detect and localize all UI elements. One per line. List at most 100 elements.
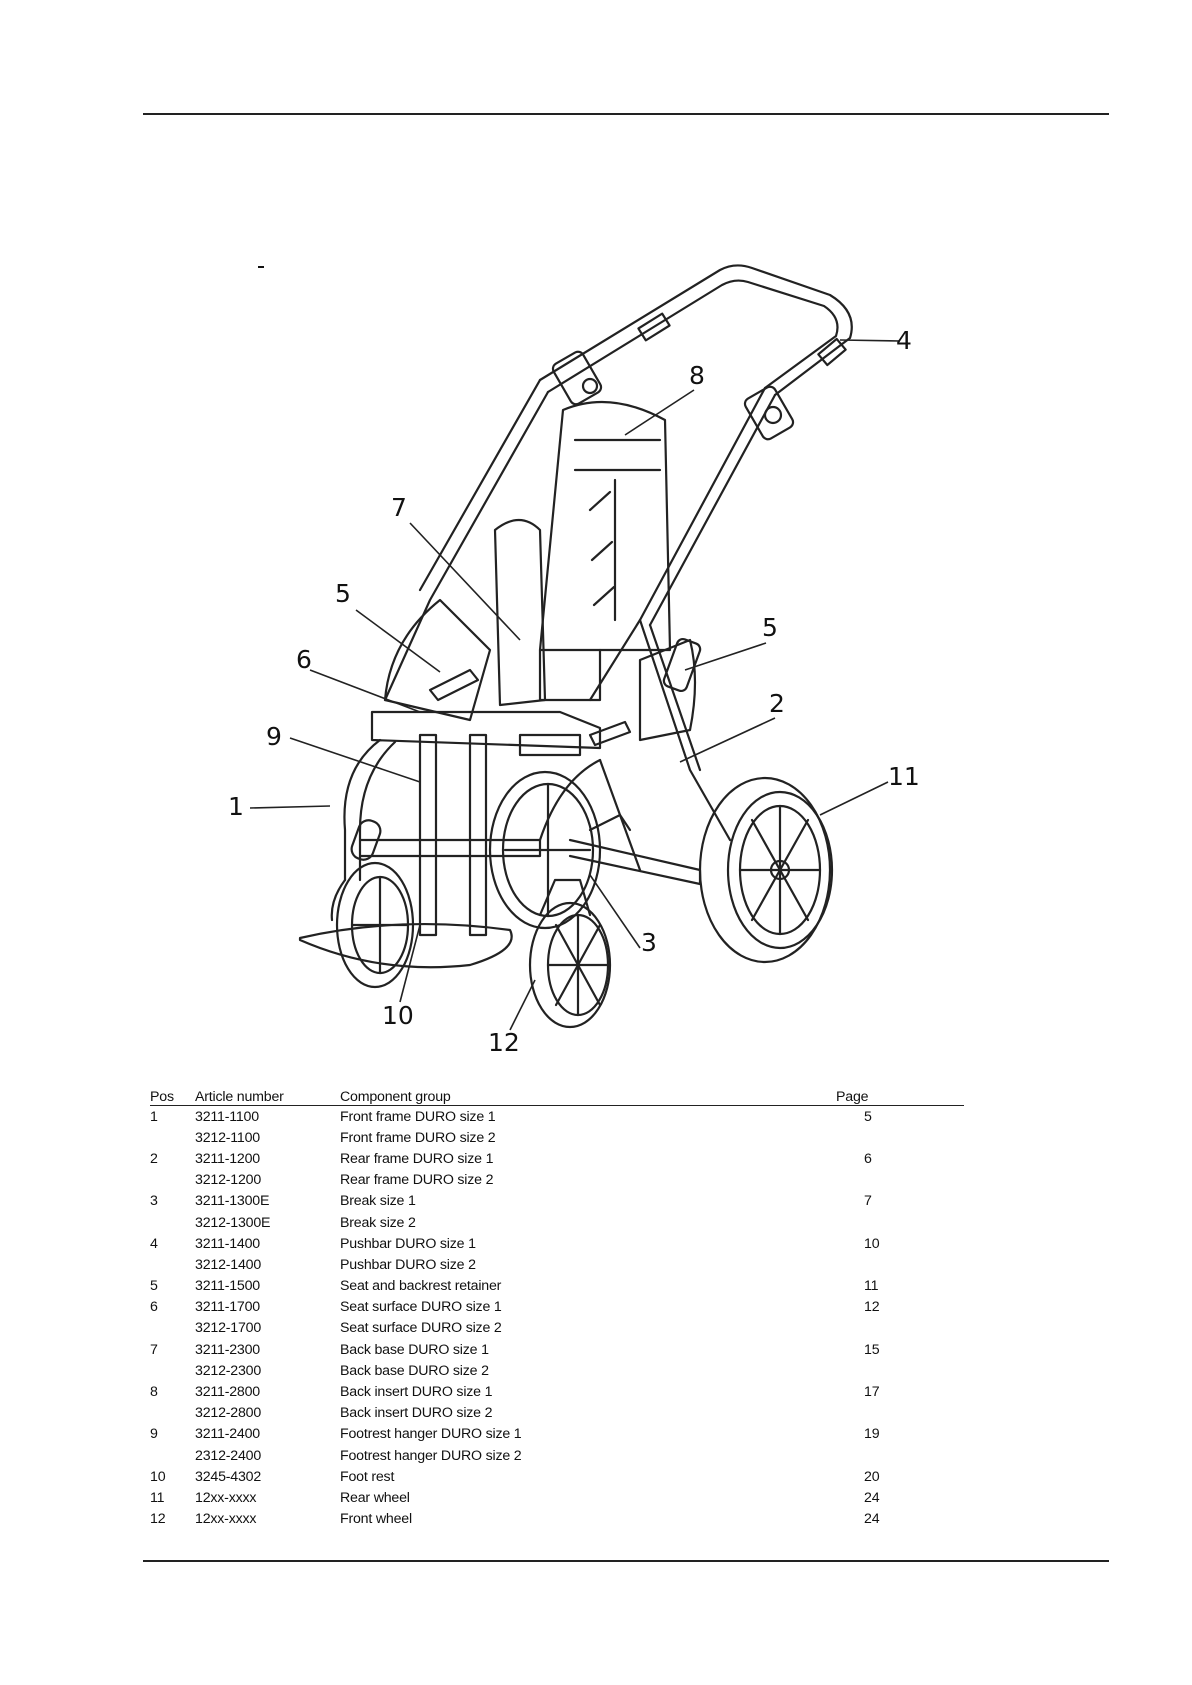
cell-group: Rear wheel (340, 1489, 410, 1506)
table-row: 3212-2300 Back base DURO size 2 (150, 1360, 964, 1381)
callout-2: 2 (769, 689, 785, 718)
cell-page: 5 (864, 1108, 872, 1125)
callout-12: 12 (488, 1028, 520, 1057)
cell-pos: 7 (150, 1341, 158, 1358)
cell-group: Footrest hanger DURO size 1 (340, 1426, 522, 1443)
cell-article: 3211-1300E (195, 1193, 270, 1210)
brake-wheel (488, 770, 602, 930)
cell-article: 3211-2800 (195, 1384, 260, 1401)
callout-5-right: 5 (762, 613, 778, 642)
cell-article: 3245-4302 (195, 1468, 262, 1485)
cell-pos: 6 (150, 1299, 158, 1316)
cell-pos: 3 (150, 1193, 158, 1210)
table-row: 3212-1700 Seat surface DURO size 2 (150, 1318, 964, 1339)
table-row: 3212-1100 Front frame DURO size 2 (150, 1127, 964, 1148)
cell-page: 24 (864, 1511, 880, 1528)
callout-11: 11 (888, 762, 920, 791)
cell-page: 12 (864, 1299, 880, 1316)
cell-pos: 11 (150, 1489, 165, 1506)
cell-pos (150, 1360, 195, 1381)
cell-pos (150, 1403, 195, 1424)
dash-mark (258, 266, 264, 268)
cell-group: Back base DURO size 2 (340, 1362, 489, 1379)
table-row: 9 3211-2400 Footrest hanger DURO size 1 19 (150, 1424, 964, 1445)
header-rule (143, 113, 1109, 115)
rear-frame-left (383, 390, 550, 702)
cell-group: Back base DURO size 1 (340, 1341, 489, 1358)
table-row: 6 3211-1700 Seat surface DURO size 1 12 (150, 1297, 964, 1318)
cell-page (832, 1445, 964, 1466)
cell-pos (150, 1254, 195, 1275)
stroller-exploded-drawing: 1 2 3 4 5 5 6 7 8 9 10 11 12 (228, 264, 920, 1057)
cell-article: 3211-1200 (195, 1150, 260, 1167)
header-page: Page (832, 1086, 964, 1106)
cell-pos: 8 (150, 1384, 158, 1401)
cell-group: Pushbar DURO size 2 (340, 1256, 476, 1273)
footrest-hanger (418, 733, 438, 937)
cell-pos: 12 (150, 1511, 166, 1528)
cell-article: 3212-1400 (195, 1256, 262, 1273)
cell-pos (150, 1127, 195, 1148)
cell-pos: 5 (150, 1278, 158, 1295)
cell-article: 3211-1100 (195, 1108, 259, 1125)
cell-article: 3211-1500 (195, 1278, 260, 1295)
callout-1: 1 (228, 792, 244, 821)
callout-3: 3 (641, 928, 657, 957)
front-wheel-right (528, 878, 612, 1029)
header-article-number: Article number (195, 1086, 340, 1106)
side-panel-right (638, 638, 697, 742)
cell-pos: 4 (150, 1235, 158, 1252)
back-insert (538, 400, 672, 652)
callout-9: 9 (266, 722, 282, 751)
side-panel-left (383, 598, 492, 722)
cell-group: Front frame DURO size 1 (340, 1108, 496, 1125)
cell-group: Pushbar DURO size 1 (340, 1235, 476, 1252)
cell-group: Foot rest (340, 1468, 395, 1485)
cell-article: 3211-2400 (195, 1426, 260, 1443)
cell-group: Seat surface DURO size 1 (340, 1299, 502, 1316)
cell-group: Seat surface DURO size 2 (340, 1320, 502, 1337)
cell-article: 3212-1100 (195, 1129, 260, 1146)
cell-article: 12xx-xxxx (195, 1511, 257, 1528)
cell-group: Rear frame DURO size 2 (340, 1172, 494, 1189)
cell-pos (150, 1170, 195, 1191)
callout-4: 4 (896, 326, 912, 355)
cell-article: 3212-1300E (195, 1214, 271, 1231)
cell-article: 3212-2800 (195, 1405, 262, 1422)
cell-group: Front frame DURO size 2 (340, 1129, 496, 1146)
cell-article: 3212-2300 (195, 1362, 262, 1379)
footer-rule (143, 1560, 1109, 1562)
cell-pos (150, 1212, 195, 1233)
header-pos: Pos (150, 1086, 195, 1106)
parts-table: Pos Article number Component group Page … (150, 1086, 964, 1530)
cell-pos (150, 1318, 195, 1339)
cell-pos: 9 (150, 1426, 158, 1443)
callout-8: 8 (689, 361, 705, 390)
cell-pos (150, 1445, 195, 1466)
cell-group: Break size 1 (340, 1193, 416, 1210)
cell-group: Front wheel (340, 1511, 412, 1528)
seat-surface (370, 710, 602, 750)
pushbar (538, 264, 853, 397)
cell-article: 3212-1700 (195, 1320, 262, 1337)
rear-wheel (698, 776, 834, 964)
cell-article: 12xx-xxxx (195, 1489, 257, 1506)
rear-frame-right (588, 386, 767, 702)
cell-page: 19 (864, 1426, 880, 1443)
cell-article: 3211-1700 (195, 1299, 260, 1316)
callout-5-left: 5 (335, 579, 351, 608)
header-component-group: Component group (340, 1086, 832, 1106)
cell-group: Seat and backrest retainer (340, 1278, 502, 1295)
back-base (493, 518, 547, 707)
front-frame (343, 738, 382, 882)
